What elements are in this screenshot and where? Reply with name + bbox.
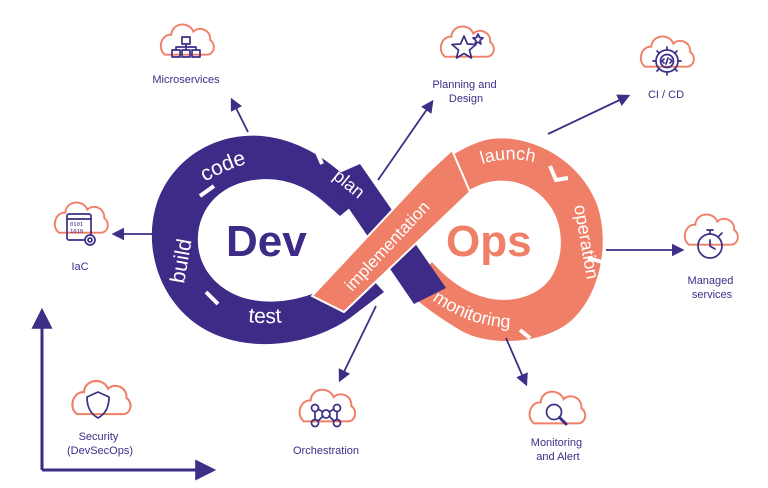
dev-chevron-3 [314, 149, 324, 165]
magnifier-icon [545, 403, 568, 426]
svg-text:test: test [248, 304, 283, 328]
ops-chevron-1 [548, 165, 569, 183]
svg-text:1010: 1010 [70, 229, 83, 235]
cubes-network-icon [171, 36, 201, 58]
arrow-orchestration [338, 305, 377, 383]
svg-text:0101: 0101 [70, 222, 83, 228]
stars-icon [451, 33, 484, 59]
arrow-monitoring [505, 337, 528, 387]
svg-text:Monitoring and Alert: Monitoring and Alert [531, 437, 585, 463]
binary-document-gear-icon: 0101 1010 [66, 213, 96, 246]
node-label-line: Design [449, 93, 483, 105]
svg-text:IaC: IaC [71, 261, 88, 273]
loop-word-test: test [248, 304, 283, 328]
svg-text:CI / CD: CI / CD [648, 89, 684, 101]
shield-icon [86, 391, 110, 419]
node-label-line: services [692, 289, 733, 301]
node-microservices: Microservices [152, 23, 220, 86]
node-iac: 0101 1010 IaC [53, 201, 109, 273]
dev-chevron-1 [198, 184, 216, 198]
node-label-line: IaC [71, 261, 88, 273]
node-label-line: (DevSecOps) [67, 445, 133, 457]
infinity-loop: code plan build test launch operation mo… [151, 135, 603, 345]
stopwatch-icon [697, 229, 723, 259]
cloud-icon [298, 388, 357, 423]
dev-word: Dev [226, 217, 307, 266]
node-label-line: Monitoring [531, 437, 582, 449]
node-label-line: Security [79, 431, 119, 443]
node-label-line: Microservices [152, 74, 220, 86]
implementation-bridge [310, 148, 472, 314]
dev-chevron-2 [204, 290, 220, 306]
node-security-devsecops: Security (DevSecOps) [67, 379, 133, 457]
node-planning-design: Planning and Design [432, 25, 499, 105]
node-orchestration: Orchestration [293, 388, 359, 457]
ops-chevron-3 [518, 328, 532, 340]
svg-text:Security (DevSecOps): Security (DevSecOps) [67, 431, 133, 457]
node-monitoring-alert: Monitoring and Alert [528, 390, 587, 463]
ops-chevron-2 [587, 256, 603, 264]
svg-text:Planning and Design: Planning and Design [432, 79, 499, 105]
node-managed-services: Managed services [683, 213, 739, 301]
cloud-icon [71, 379, 132, 416]
node-ci-cd: CI / CD [639, 35, 695, 101]
arrow-cicd [547, 94, 631, 135]
svg-text:Orchestration: Orchestration [293, 445, 359, 457]
code-gear-icon [652, 46, 682, 76]
node-label-line: Orchestration [293, 445, 359, 457]
node-label-line: and Alert [536, 451, 579, 463]
ops-word: Ops [446, 217, 532, 266]
corner-axis [31, 307, 217, 481]
svg-text:Microservices: Microservices [152, 74, 220, 86]
svg-text:Managed services: Managed services [688, 275, 737, 301]
node-label-line: Planning and [432, 79, 496, 91]
arrow-microservices [230, 97, 249, 133]
arrow-planning [377, 99, 434, 181]
node-label-line: Managed [688, 275, 734, 287]
connector-arrows [111, 94, 685, 387]
people-network-icon [310, 403, 342, 428]
node-label-line: CI / CD [648, 89, 684, 101]
